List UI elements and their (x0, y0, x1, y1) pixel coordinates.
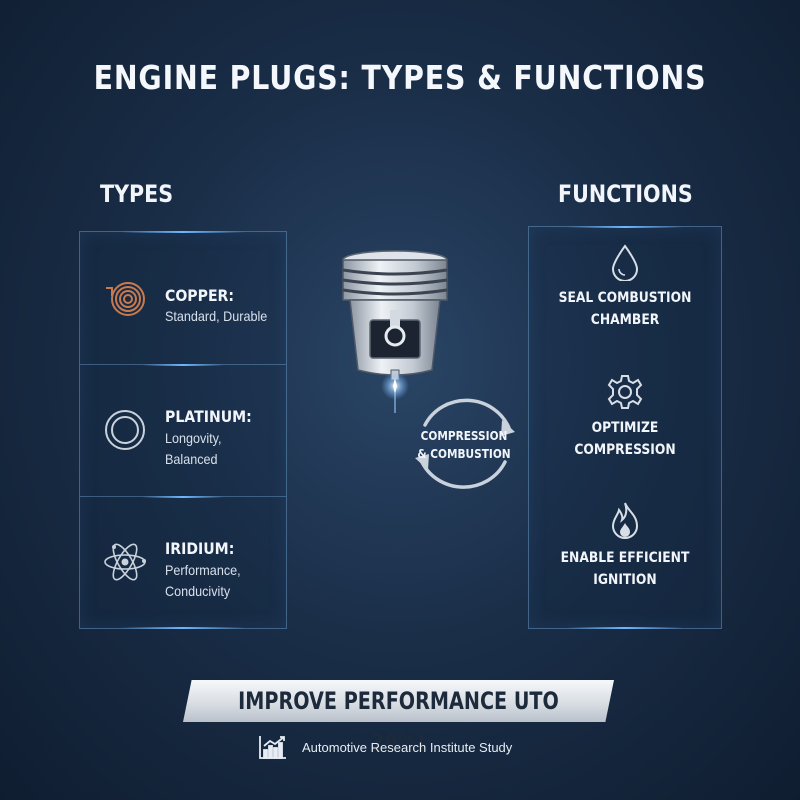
cycle-label: COMPRESSION & COMBUSTION (417, 429, 511, 461)
function-item-compression: OPTIMIZE COMPRESSION (529, 373, 721, 461)
functions-heading: FUNCTIONS (558, 180, 693, 208)
function-label: OPTIMIZE COMPRESSION (574, 420, 676, 458)
droplet-icon (611, 244, 639, 281)
ring-icon (105, 410, 145, 450)
function-item-seal: SEAL COMBUSTION CHAMBER (529, 243, 721, 331)
type-name: PLATINUM: (165, 407, 252, 426)
function-label: SEAL COMBUSTION CHAMBER (558, 290, 692, 328)
bar-chart-icon (259, 736, 286, 759)
performance-banner-text: IMPROVE PERFORMANCE UTO 20%! (238, 687, 559, 757)
performance-banner (183, 680, 614, 722)
functions-panel: SEAL COMBUSTION CHAMBER OPTIMIZE COMPRES… (528, 226, 722, 629)
gear-icon (607, 375, 643, 409)
type-item-platinum: PLATINUM: Longovity, Balanced (80, 364, 286, 497)
coil-icon (106, 282, 145, 316)
flame-icon (611, 502, 639, 539)
type-desc: Performance, Conducivity (165, 562, 241, 599)
function-item-ignition: ENABLE EFFICIENT IGNITION (529, 501, 721, 591)
type-desc: Standard, Durable (165, 308, 268, 324)
piston-icon (342, 250, 448, 413)
source-text: Automotive Research Institute Study (302, 739, 513, 755)
type-item-iridium: IRIDIUM: Performance, Conducivity (80, 496, 286, 629)
source-citation: Automotive Research Institute Study (258, 734, 512, 760)
types-panel: COPPER: Standard, Durable PLATINUM: Long… (79, 231, 287, 629)
type-item-copper: COPPER: Standard, Durable (80, 232, 286, 364)
type-name: IRIDIUM: (165, 539, 235, 558)
type-desc: Longovity, Balanced (165, 430, 222, 467)
cycle-arrows-icon (415, 398, 515, 489)
types-heading: TYPES (100, 180, 174, 208)
function-label: ENABLE EFFICIENT IGNITION (560, 550, 690, 588)
page-title: ENGINE PLUGS: TYPES & FUNCTIONS (93, 58, 707, 97)
type-name: COPPER: (165, 286, 235, 305)
atom-icon (104, 543, 146, 581)
